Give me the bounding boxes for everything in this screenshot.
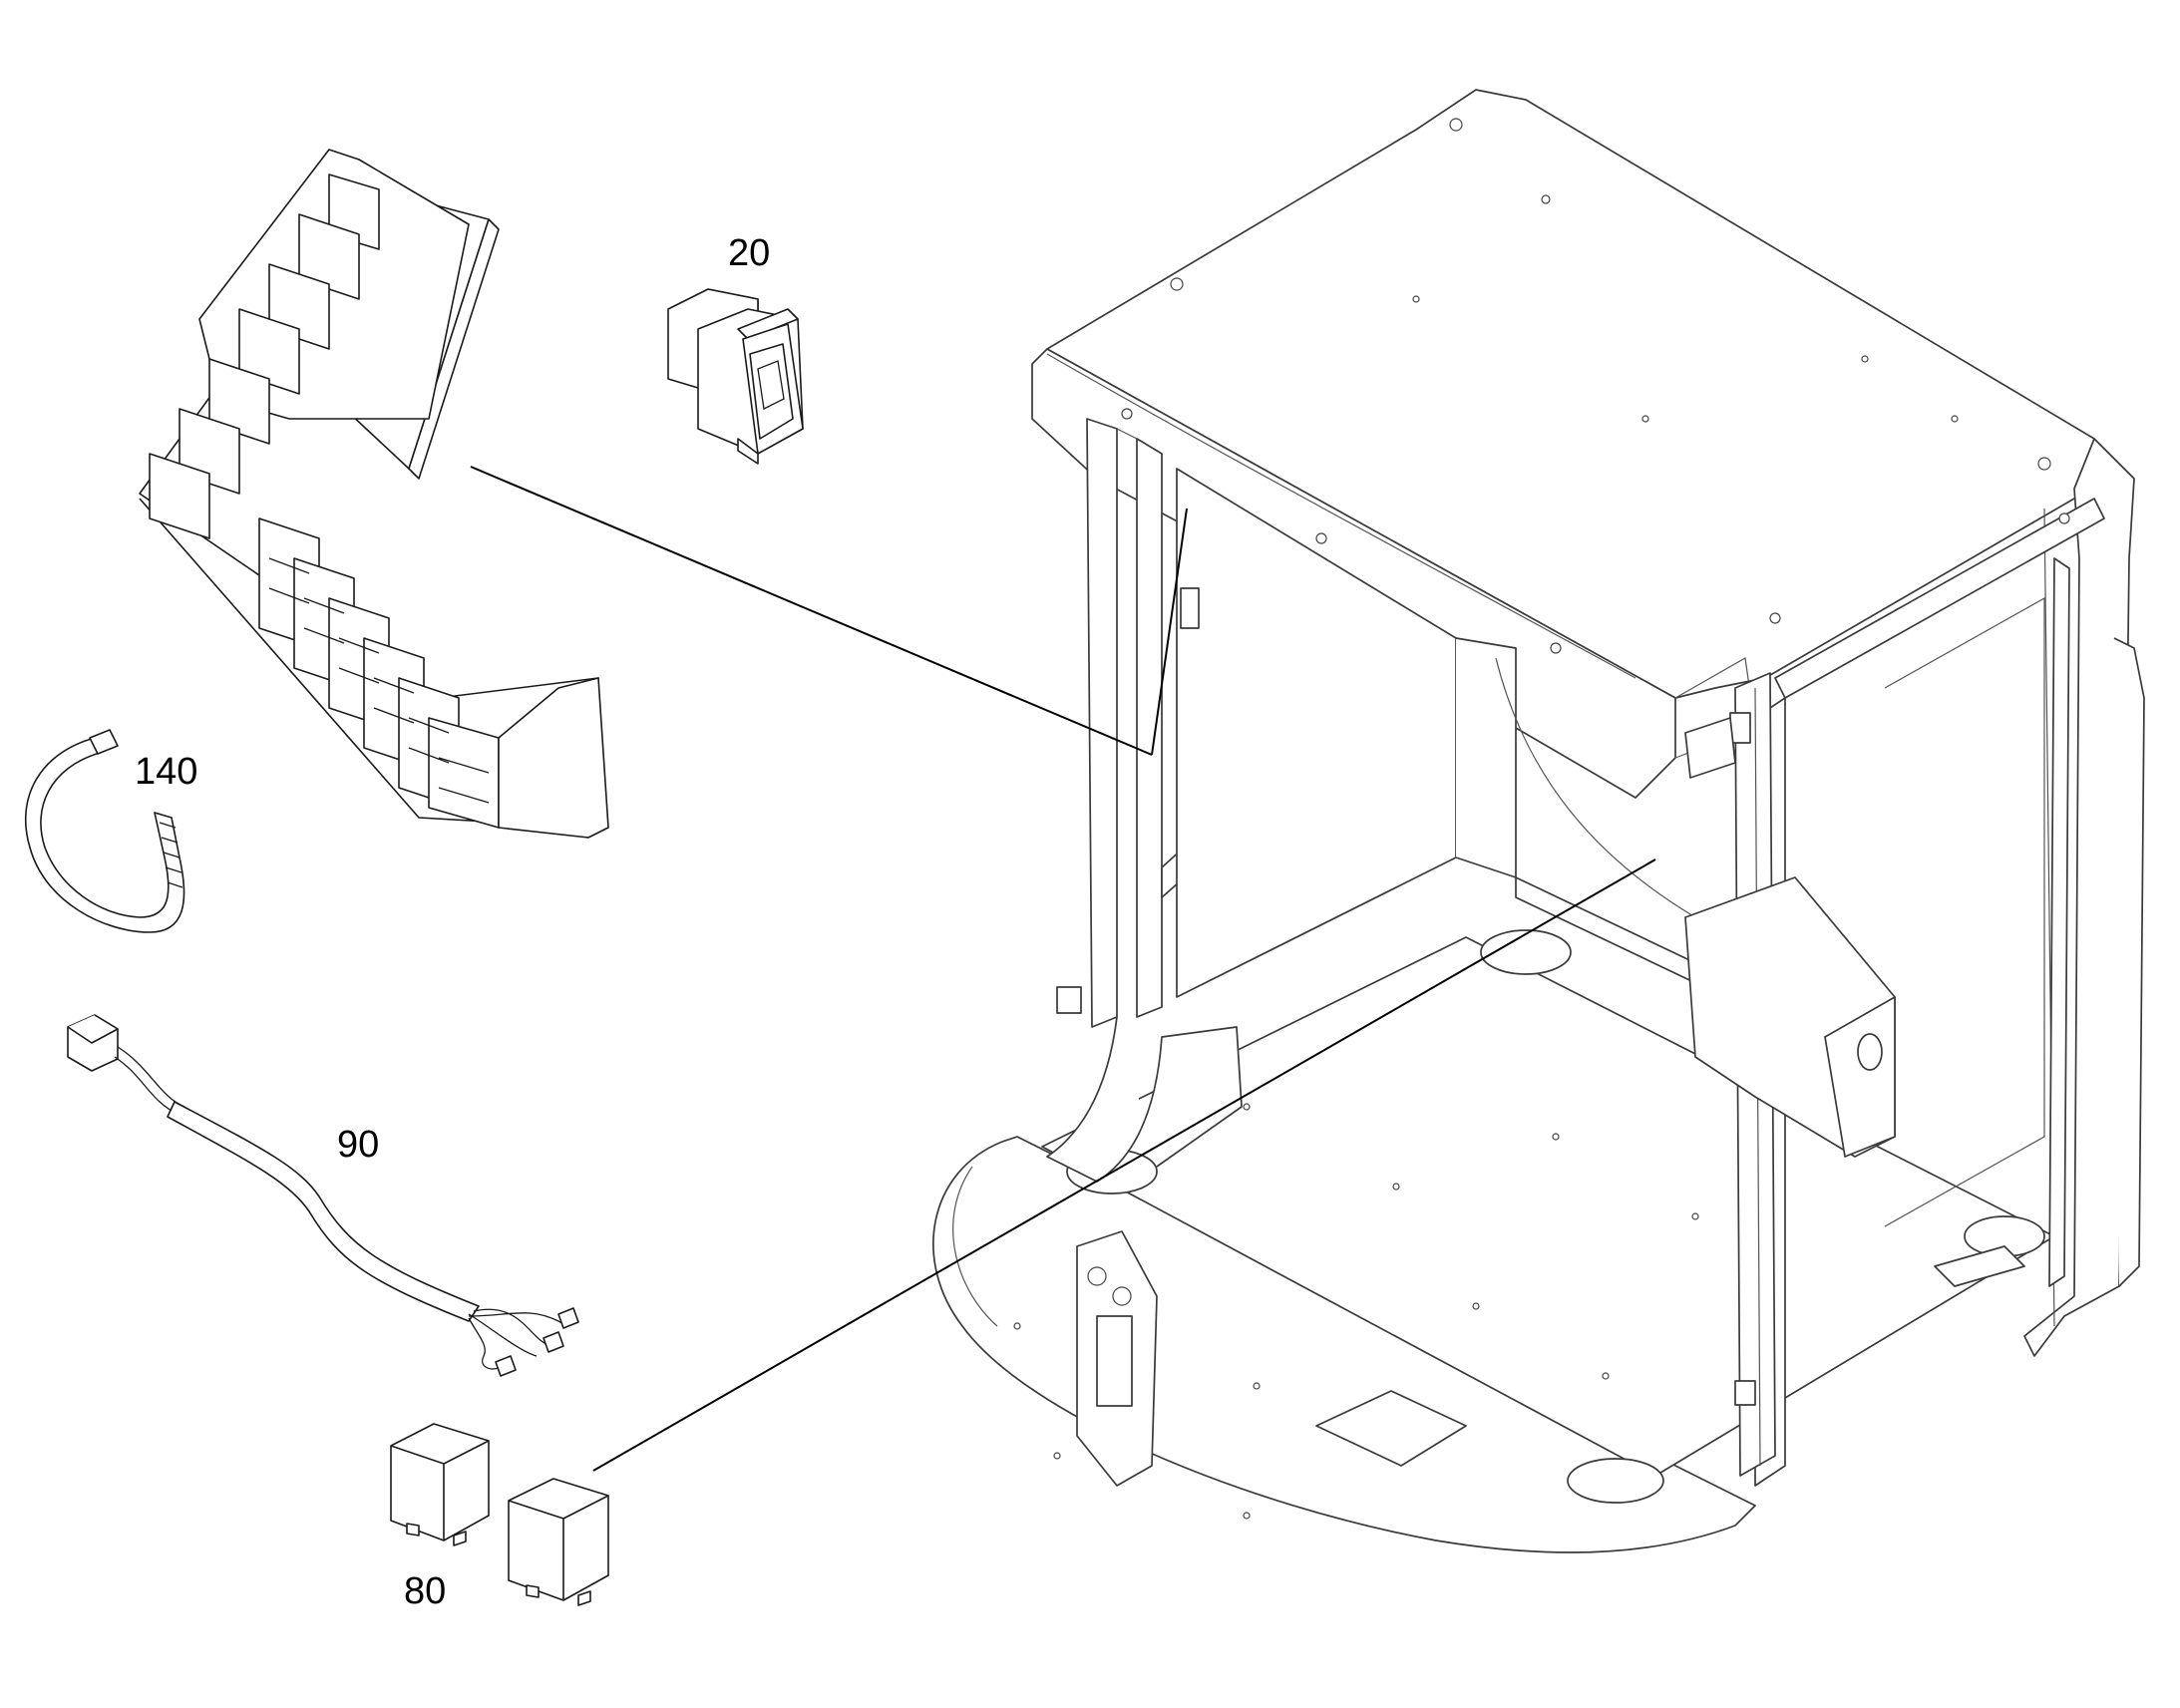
connector-blocks <box>258 517 500 829</box>
callout-140: 140 <box>135 751 197 793</box>
leader-relays <box>592 858 1656 1472</box>
cable-tie-strap <box>25 729 185 933</box>
relay-pair <box>390 1423 609 1606</box>
rocker-switch <box>667 288 804 465</box>
callout-80: 80 <box>404 1570 446 1612</box>
leader-lines <box>470 466 1656 1472</box>
fuse-relay-centre <box>139 149 609 839</box>
wire-harness <box>67 1014 579 1377</box>
relay-blocks-upper <box>149 173 380 539</box>
callout-20: 20 <box>728 232 770 274</box>
leader-fuse-box-pillar <box>1151 508 1188 756</box>
leader-fuse-box <box>470 466 1153 756</box>
fastener-dots <box>1013 118 2070 1520</box>
cab-frame <box>932 89 2145 1553</box>
callout-90: 90 <box>337 1124 379 1166</box>
